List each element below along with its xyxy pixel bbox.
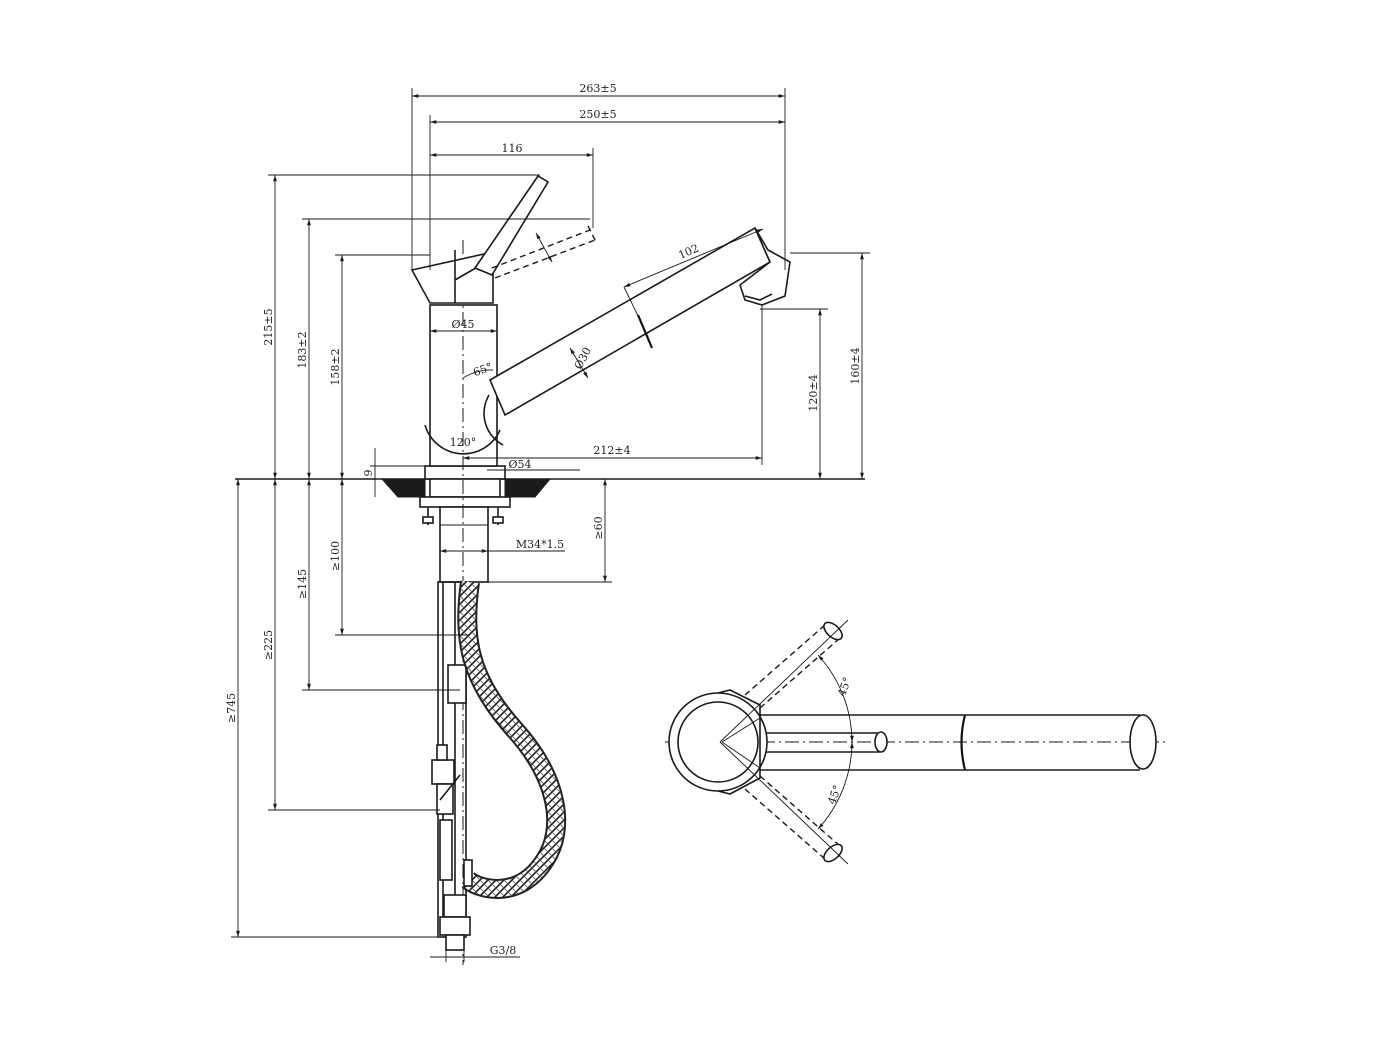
dim-swivel-angle: 65° <box>471 360 494 379</box>
side-view: 263±5 250±5 116 102 215±5 183±2 158±2 <box>225 82 870 965</box>
dim-base-diameter: Ø54 <box>508 458 531 471</box>
cartridge-head <box>410 251 494 304</box>
dim-hose-225: ≥225 <box>262 630 275 660</box>
top-angle-lower: 45° <box>825 783 844 806</box>
dim-rotation-angle: 120° <box>450 436 477 449</box>
dim-height-total: 215±5 <box>262 308 275 345</box>
threaded-shank <box>439 506 489 583</box>
spout-tube <box>488 226 772 417</box>
deck-section-left <box>380 478 426 498</box>
hose-fitting-1 <box>447 664 467 704</box>
dim-spray-head: 102 <box>676 242 700 262</box>
dim-base-thickness: 9 <box>362 470 375 477</box>
rotation-arc <box>424 424 501 455</box>
hose-fitting-2 <box>431 759 455 785</box>
dim-body-diameter: Ø45 <box>451 318 474 331</box>
base-ring <box>424 465 506 480</box>
mounting-plate <box>429 478 501 498</box>
top-body-outer <box>668 692 768 792</box>
dim-height-handle: 183±2 <box>296 331 309 368</box>
deck-section-right <box>504 478 552 498</box>
top-handle-tip <box>874 731 888 753</box>
pull-out-hose-braid <box>459 580 565 897</box>
dim-spout-length: 250±5 <box>579 108 616 121</box>
top-handle-45-upper <box>744 624 826 696</box>
dim-connector: G3/8 <box>490 944 517 957</box>
dim-overall-length: 263±5 <box>579 82 616 95</box>
top-spray-outlet <box>1129 714 1157 770</box>
spout-swivel-joint <box>483 394 504 446</box>
dim-spout-height: 160±4 <box>849 347 862 384</box>
handle-lever <box>473 174 550 277</box>
mounting-washer <box>419 496 511 508</box>
dim-hose-145: ≥145 <box>296 569 309 599</box>
dim-height-body: 158±2 <box>329 348 342 385</box>
g38-connector <box>439 916 471 936</box>
dim-handle-reach: 116 <box>502 142 523 155</box>
hose-fitting-4 <box>443 894 467 918</box>
top-handle-45-lower <box>744 788 826 860</box>
top-spray-joint <box>960 714 967 771</box>
dim-outlet-reach: 212±4 <box>593 444 630 457</box>
dim-thread: M34*1.5 <box>516 538 564 551</box>
hose-fitting-3 <box>439 819 453 881</box>
dim-outlet-height: 120±4 <box>807 374 820 411</box>
dim-hose-100: ≥100 <box>329 541 342 571</box>
dim-shank-min: ≥60 <box>592 516 605 539</box>
top-body-inner <box>677 701 759 783</box>
top-view: 45° 45° <box>665 619 1168 865</box>
top-angle-upper: 45° <box>835 675 854 698</box>
dim-hose-745: ≥745 <box>225 693 238 723</box>
